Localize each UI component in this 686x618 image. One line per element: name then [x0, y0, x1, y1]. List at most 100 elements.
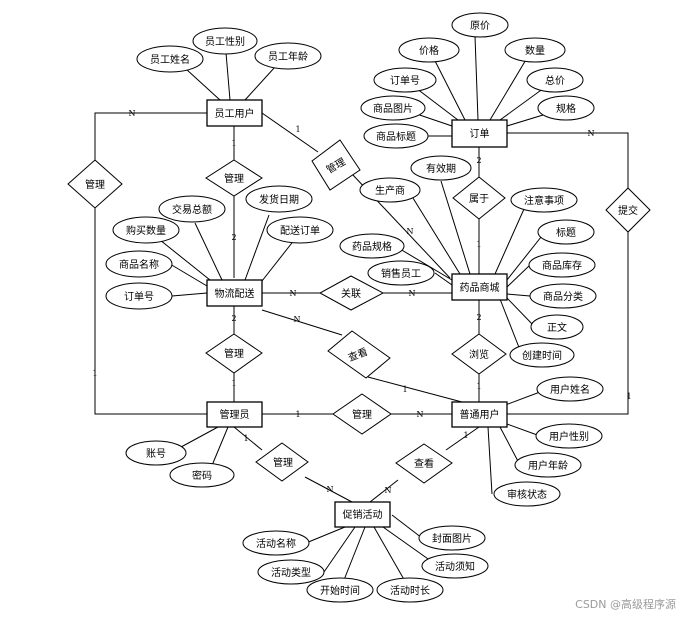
svg-text:规格: 规格 — [556, 102, 576, 115]
attr-promo-duration: 活动时长 — [376, 577, 444, 603]
svg-text:有效期: 有效期 — [426, 162, 456, 175]
card-pharmacy-down: 2 — [476, 313, 481, 322]
entity-pharmacy-mall[interactable]: 药品商城 — [451, 273, 508, 301]
card-pharmacy-diag: N — [407, 227, 414, 236]
card-staff-diag: 1 — [295, 125, 300, 134]
card-admin-right: 1 — [295, 410, 300, 419]
svg-text:管理员: 管理员 — [220, 408, 250, 421]
svg-text:关联: 关联 — [341, 287, 361, 300]
relation-manage-staff-admin[interactable]: 管理 — [67, 159, 123, 209]
svg-text:购买数量: 购买数量 — [126, 224, 166, 237]
svg-text:生产商: 生产商 — [375, 184, 405, 197]
attr-logistics-qty: 购买数量 — [112, 216, 180, 244]
attr-pharmacy-manufacturer: 生产商 — [359, 177, 421, 203]
attr-admin-account: 账号 — [125, 440, 187, 466]
relation-link[interactable]: 关联 — [318, 275, 385, 311]
card-staff-down: 1 — [231, 139, 236, 148]
attr-order-image: 商品图片 — [360, 95, 426, 121]
card-logistics-down: 2 — [231, 314, 236, 323]
attr-logistics-order-no: 订单号 — [105, 282, 173, 310]
svg-text:浏览: 浏览 — [469, 348, 489, 361]
card-view-logistics-top: N — [294, 315, 301, 324]
card-link-left: N — [290, 289, 297, 298]
svg-text:商品名称: 商品名称 — [119, 258, 159, 271]
svg-text:药品商城: 药品商城 — [460, 281, 500, 294]
svg-text:用户姓名: 用户姓名 — [550, 383, 590, 396]
card-left-down: 1 — [92, 369, 97, 378]
svg-text:用户性别: 用户性别 — [549, 430, 589, 443]
card-order-down: 2 — [476, 156, 481, 165]
attr-promo-notice: 活动须知 — [421, 553, 489, 579]
svg-text:用户年龄: 用户年龄 — [528, 459, 568, 472]
svg-text:订单号: 订单号 — [124, 291, 154, 303]
svg-text:商品库存: 商品库存 — [542, 259, 582, 272]
attr-order-total: 总价 — [526, 67, 584, 93]
svg-text:提交: 提交 — [618, 204, 638, 217]
entity-regular-user[interactable]: 普通用户 — [451, 401, 508, 428]
attr-pharmacy-body: 正文 — [530, 314, 584, 340]
card-logistics-up: 2 — [231, 233, 236, 242]
attr-logistics-goods-name: 商品名称 — [105, 250, 173, 278]
attr-admin-password: 密码 — [169, 462, 235, 488]
card-admin-promo: 1 — [243, 434, 248, 443]
svg-text:促销活动: 促销活动 — [343, 508, 383, 521]
attr-promo-start: 开始时间 — [306, 577, 374, 603]
svg-text:活动时长: 活动时长 — [390, 585, 430, 597]
svg-text:活动名称: 活动名称 — [256, 537, 296, 550]
svg-text:配送订单: 配送订单 — [280, 224, 320, 237]
card-user-up: 1 — [476, 382, 481, 391]
svg-text:标题: 标题 — [556, 227, 576, 239]
relation-manage-admin-logistics[interactable]: 管理 — [205, 333, 263, 374]
svg-text:员工姓名: 员工姓名 — [150, 53, 190, 66]
svg-text:商品分类: 商品分类 — [543, 290, 583, 303]
card-user-view: 1 — [463, 431, 468, 440]
svg-text:管理: 管理 — [224, 347, 244, 360]
relation-submit[interactable]: 提交 — [605, 187, 651, 233]
cardinality-labels: N 1 1 N 2 1 N 1 2 N N 2 1 N 1 2 1 1 1 N … — [92, 109, 631, 495]
svg-text:管理: 管理 — [224, 172, 244, 185]
card-submit-down: 1 — [626, 392, 631, 401]
attr-user-age: 用户年龄 — [514, 452, 582, 478]
relation-manage-admin-promo[interactable]: 管理 — [255, 442, 309, 482]
entity-logistics[interactable]: 物流配送 — [206, 279, 263, 307]
relation-view-promo[interactable]: 查看 — [395, 443, 453, 484]
attr-order-price: 价格 — [398, 37, 460, 63]
relation-manage-staff-pharmacy[interactable]: 管理 — [311, 139, 361, 191]
relation-manage-staff-logistics[interactable]: 管理 — [205, 159, 263, 197]
svg-text:账号: 账号 — [146, 448, 166, 460]
svg-text:属于: 属于 — [469, 193, 489, 205]
svg-text:员工性别: 员工性别 — [205, 35, 245, 48]
svg-text:活动须知: 活动须知 — [435, 560, 475, 573]
svg-text:商品图片: 商品图片 — [373, 102, 413, 115]
relation-view-logistics[interactable]: 查看 — [327, 330, 391, 379]
svg-text:密码: 密码 — [192, 469, 212, 482]
card-admin-up: 1 — [231, 379, 236, 388]
entity-promotion[interactable]: 促销活动 — [334, 501, 391, 528]
card-promo-right: N — [385, 486, 392, 495]
attr-staff-gender: 员工性别 — [192, 27, 258, 55]
svg-text:员工年龄: 员工年龄 — [268, 50, 308, 63]
svg-text:商品标题: 商品标题 — [376, 130, 416, 143]
card-order-right: N — [588, 129, 595, 138]
svg-text:管理: 管理 — [273, 456, 293, 469]
attr-pharmacy-notes: 注意事项 — [510, 187, 578, 213]
relation-browse[interactable]: 浏览 — [451, 333, 507, 375]
attr-pharmacy-expiry: 有效期 — [410, 155, 472, 181]
relation-belong[interactable]: 属于 — [452, 176, 506, 220]
relation-manage-admin-user[interactable]: 管理 — [332, 393, 392, 435]
attr-order-number: 订单号 — [373, 67, 437, 93]
entity-order[interactable]: 订单 — [451, 119, 508, 148]
attr-order-spec: 规格 — [537, 95, 595, 121]
entity-staff-user[interactable]: 员工用户 — [206, 99, 263, 127]
svg-text:数量: 数量 — [525, 44, 545, 57]
svg-text:交易总额: 交易总额 — [172, 203, 212, 216]
entity-admin[interactable]: 管理员 — [206, 401, 263, 428]
attr-user-review: 审核状态 — [493, 481, 561, 507]
svg-text:物流配送: 物流配送 — [215, 287, 255, 300]
svg-text:注意事项: 注意事项 — [524, 194, 564, 207]
attr-pharmacy-category: 商品分类 — [529, 283, 597, 309]
attr-pharmacy-created: 创建时间 — [509, 342, 575, 368]
svg-text:总价: 总价 — [545, 74, 565, 87]
card-staff-left: N — [129, 109, 136, 118]
